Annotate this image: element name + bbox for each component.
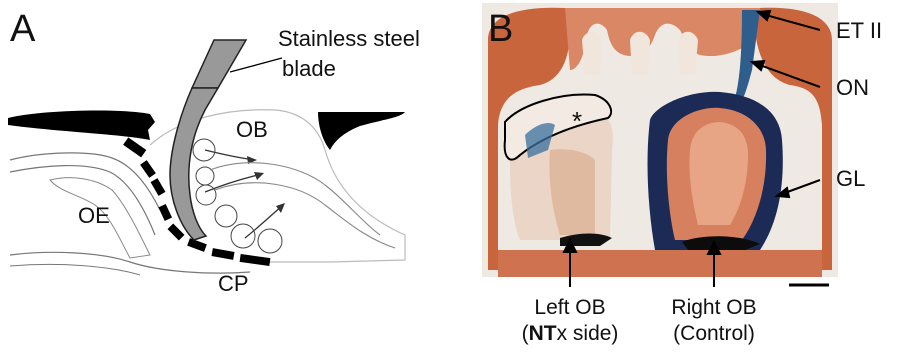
on-label: ON (836, 77, 869, 99)
turbinate-pale-3 (678, 32, 698, 75)
right-ob-caption-line2: (Control) (673, 323, 755, 344)
right-ob-caption-line1: Right OB (671, 297, 756, 318)
turbinate-pale-2 (630, 32, 650, 75)
left-ob-caption-line2: (NTx side) (522, 323, 619, 344)
et-label: ET II (836, 20, 882, 42)
panel-b-letter: B (488, 10, 513, 48)
left-ob-caption-line1: Left OB (534, 297, 605, 318)
turbinate-pale-1 (582, 32, 602, 75)
gl-label: GL (836, 168, 865, 190)
left-ob-open-paren: ( (522, 322, 529, 345)
asterisk-marker: * (572, 108, 582, 134)
left-ob-ntx-bold: NT (529, 322, 557, 345)
left-ob-side-text: x side) (557, 322, 619, 345)
bottom-tissue (498, 250, 822, 277)
